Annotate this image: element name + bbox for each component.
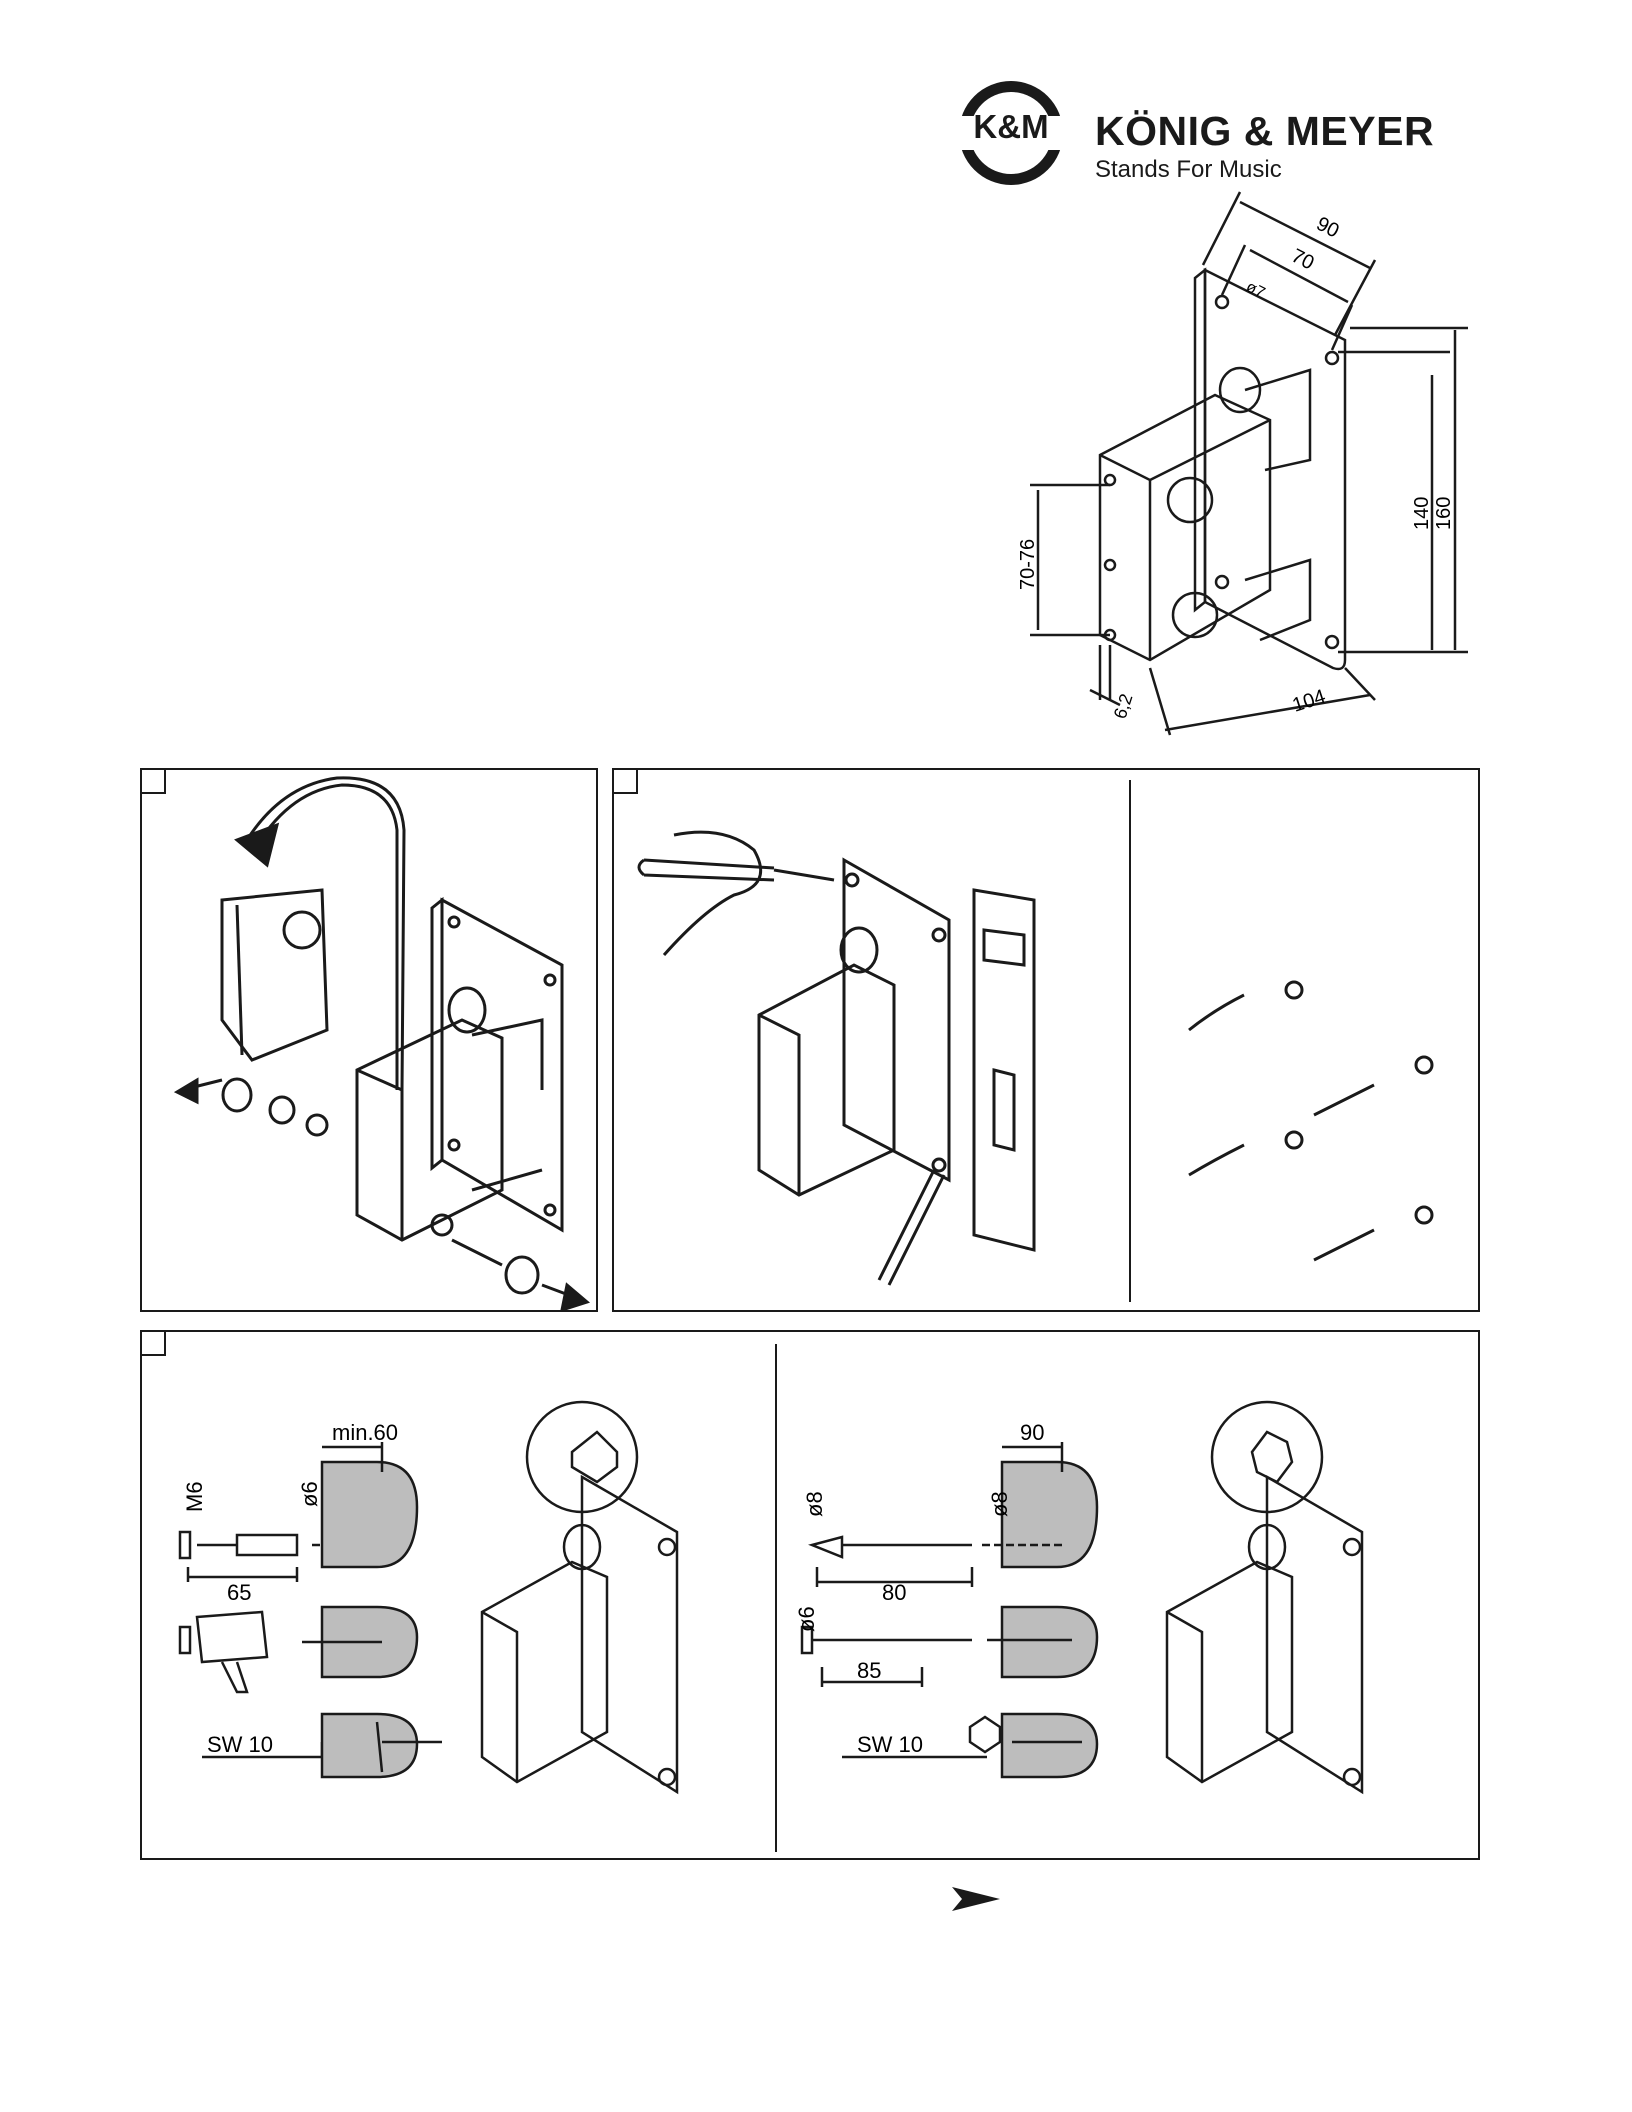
dim-70: 70 (1288, 245, 1318, 275)
dim-6-2: 6,2 (1110, 691, 1137, 721)
dim-104: 104 (1290, 686, 1329, 717)
panel-a-marker (140, 768, 166, 794)
panel-b (612, 768, 1480, 1312)
panel-a (140, 768, 598, 1312)
dim-90: 90 (1313, 213, 1343, 243)
label-bolt-thread: M6 (182, 1481, 207, 1512)
label-right-wrench: SW 10 (857, 1732, 923, 1757)
panel-c: M6 ø6 min.60 65 SW 10 ø8 ø8 90 80 ø6 85 … (140, 1330, 1480, 1860)
label-right-screw-dia: ø8 (802, 1491, 827, 1517)
panel-c-divider (775, 1344, 777, 1852)
dim-70-76: 70-76 (1017, 539, 1039, 590)
brand-name: KÖNIG & MEYER (1095, 108, 1434, 155)
label-right-bolt-dia: ø6 (794, 1606, 819, 1632)
panel-b-divider (1129, 780, 1131, 1302)
label-left-depth: min.60 (332, 1420, 398, 1445)
label-left-wrench: SW 10 (207, 1732, 273, 1757)
brand-tagline: Stands For Music (1095, 156, 1282, 184)
panel-c-illustration: M6 ø6 min.60 65 SW 10 ø8 ø8 90 80 ø6 85 … (142, 1332, 1478, 1858)
brand-mark: K&M (955, 108, 1067, 146)
label-left-drill-dia: ø6 (297, 1481, 322, 1507)
panel-b-marker (612, 768, 638, 794)
label-right-drill-dia: ø8 (987, 1491, 1012, 1517)
dimension-drawing: 90 70 ø7 140 160 70-76 6,2 104 (990, 190, 1490, 750)
panel-c-marker (140, 1330, 166, 1356)
label-left-bolt-length: 65 (227, 1580, 251, 1605)
panel-a-illustration (142, 770, 596, 1310)
label-right-screw-length: 80 (882, 1580, 906, 1605)
dim-140: 140 (1411, 497, 1433, 530)
next-arrow-icon[interactable] (950, 1884, 1002, 1914)
panel-b-illustration (614, 770, 1478, 1310)
dim-160: 160 (1433, 497, 1455, 530)
label-right-bolt-length: 85 (857, 1658, 881, 1683)
label-right-depth: 90 (1020, 1420, 1044, 1445)
